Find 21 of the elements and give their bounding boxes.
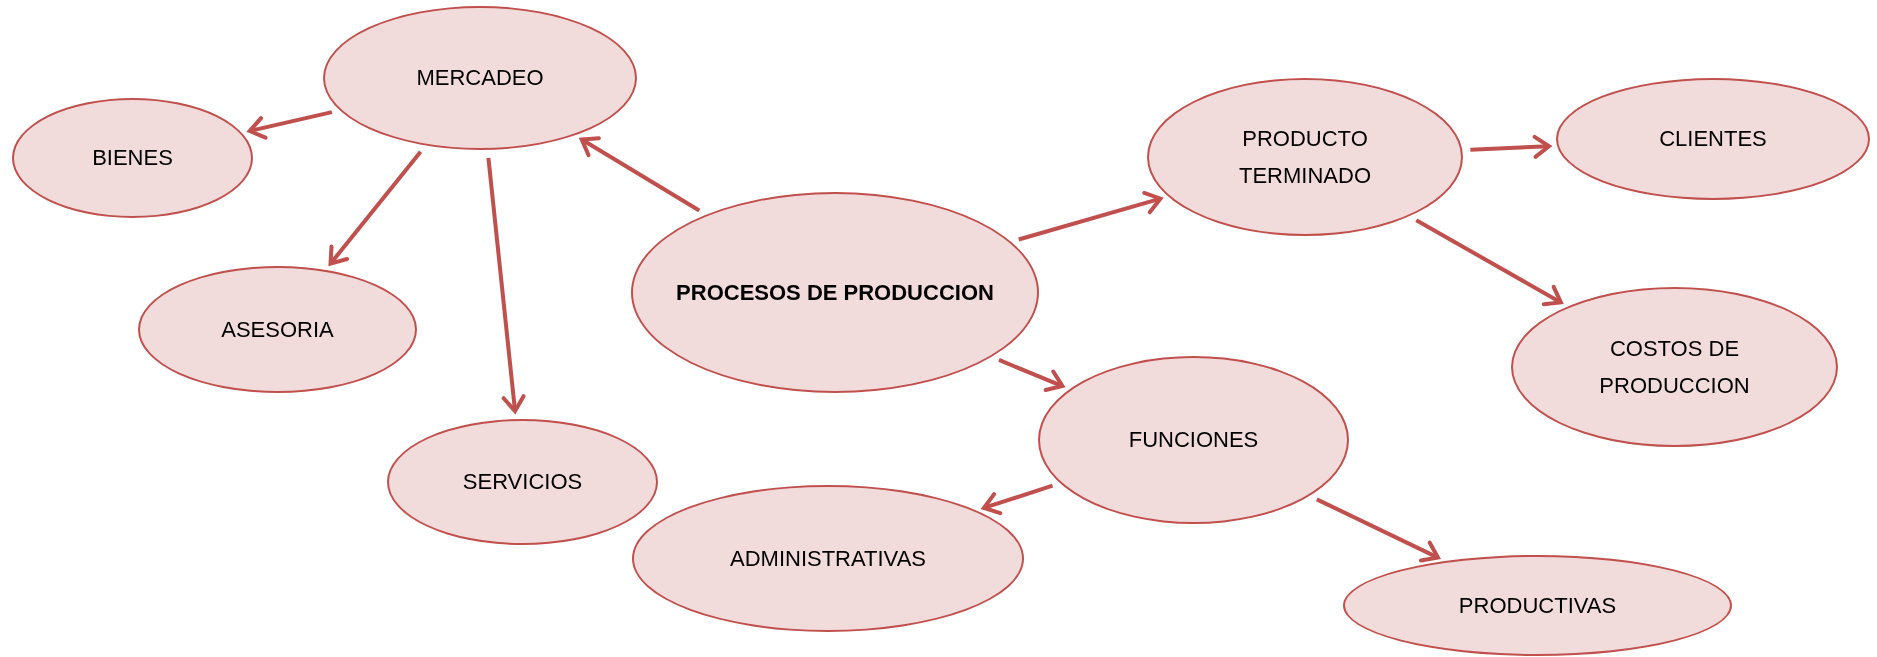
node-label: BIENES — [92, 144, 173, 173]
node-label: PRODUCTIVAS — [1458, 591, 1617, 620]
arrow — [328, 150, 423, 266]
node-label: MERCADEO — [416, 64, 544, 93]
node-label: ADMINISTRATIVAS — [730, 544, 926, 573]
arrow — [1315, 497, 1440, 563]
node-label: SERVICIOS — [462, 468, 583, 497]
arrow — [486, 157, 526, 414]
node-label: CLIENTES — [1659, 125, 1767, 154]
arrow — [579, 136, 701, 213]
arrow — [1470, 134, 1551, 159]
node-label: COSTOS DE PRODUCCION — [1598, 334, 1751, 400]
arrow — [998, 358, 1065, 392]
node-label: ASESORIA — [221, 315, 334, 344]
arrow — [1018, 190, 1163, 242]
arrow — [1415, 218, 1563, 307]
node-label: PROCESOS DE PRODUCCION — [676, 278, 994, 307]
node-label: PRODUCTO TERMINADO — [1238, 124, 1372, 190]
arrow — [247, 110, 333, 140]
node-label: FUNCIONES — [1128, 426, 1259, 455]
arrow — [981, 483, 1054, 516]
